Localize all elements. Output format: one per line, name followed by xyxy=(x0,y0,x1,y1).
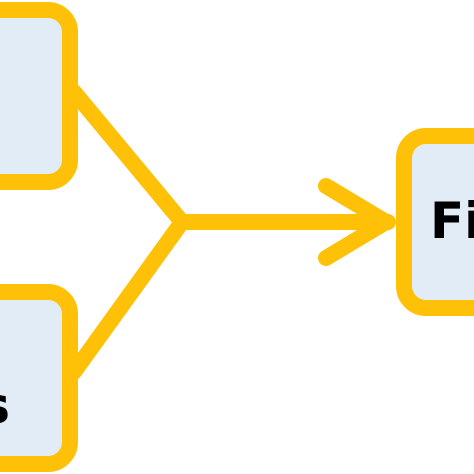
node-right: Fi xyxy=(396,128,474,316)
connector-lines xyxy=(66,84,396,380)
node-right-label: Fi xyxy=(430,192,474,250)
node-top-left xyxy=(0,2,78,190)
node-bottom-left: s xyxy=(0,284,78,472)
edge-top-left-to-merge xyxy=(66,84,190,230)
node-bottom-left-label: s xyxy=(0,377,10,435)
node-bottom-left-box xyxy=(0,284,78,472)
edge-bottom-left-to-merge xyxy=(66,214,190,380)
node-top-left-box xyxy=(0,2,78,190)
arrowhead-icon xyxy=(318,178,394,266)
node-right-box xyxy=(396,128,474,316)
